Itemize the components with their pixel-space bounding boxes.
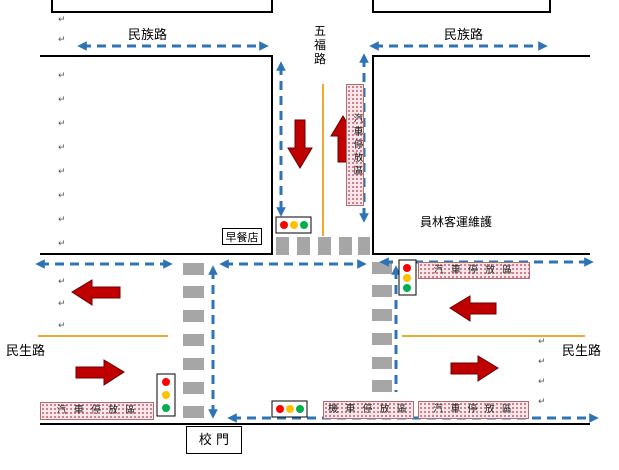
curb-top-edge-right (372, 0, 551, 13)
return-mark: ↵ (58, 119, 66, 129)
arrow-right-bottom (75, 359, 125, 386)
return-mark: ↵ (58, 167, 66, 177)
school-gate: 校 門 (186, 426, 242, 454)
road-label-minsheng-right: 民生路 (562, 344, 602, 359)
curb-top-edge-left (51, 0, 273, 13)
parking-zone-car-vertical: 汽車停放區 (346, 84, 364, 206)
return-mark: ↵ (58, 299, 66, 309)
return-mark: ↵ (58, 143, 66, 153)
return-mark: ↵ (58, 191, 66, 201)
return-mark: ↵ (538, 357, 546, 367)
return-mark: ↵ (58, 215, 66, 225)
return-mark: ↵ (58, 15, 66, 25)
return-mark: ↵ (58, 277, 66, 287)
parking-zone-motorcycle-bottom: 機 車 停 放 區 (323, 401, 414, 419)
return-mark: ↵ (58, 239, 66, 249)
return-mark: ↵ (538, 377, 546, 387)
centerlines (38, 84, 585, 337)
return-mark: ↵ (58, 321, 66, 331)
return-mark: ↵ (538, 397, 546, 407)
breakfast-shop-sign: 早餐店 (222, 228, 262, 245)
parking-zone-car-left-bottom: 汽 車 停 放 區 (40, 402, 154, 420)
curb-top-left-block (40, 55, 273, 255)
return-mark: ↵ (58, 35, 66, 45)
road-label-minzu-right: 民族路 (444, 28, 484, 43)
arrow-left-right-side (449, 295, 497, 322)
road-curbs (40, 0, 590, 425)
traffic-light-south (271, 400, 308, 418)
road-label-minzu-left: 民族路 (128, 28, 168, 43)
arrow-right-right-side (450, 355, 499, 382)
crosswalk-north (276, 237, 370, 255)
road-label-minsheng-left: 民生路 (6, 344, 46, 359)
road-label-wufu: 五福路 (313, 24, 326, 66)
traffic-light-west (156, 373, 176, 417)
traffic-light-east (398, 259, 417, 296)
return-mark: ↵ (58, 95, 66, 105)
curb-top-right-block (372, 55, 590, 255)
arrow-down (287, 119, 313, 169)
pedestrian-routes (35, 41, 599, 423)
crosswalk-east (372, 262, 392, 392)
return-mark: ↵ (58, 71, 66, 81)
parking-zone-car-right-top: 汽 車 停 放 區 (418, 262, 530, 279)
arrow-left-top (71, 279, 121, 306)
traffic-light-north (275, 216, 312, 234)
return-mark: ↵ (538, 337, 546, 347)
company-label: 員林客運維護 (420, 215, 493, 229)
parking-zone-car-right-bottom: 汽 車 停 放 區 (418, 401, 529, 419)
crosswalk-west (183, 263, 204, 418)
